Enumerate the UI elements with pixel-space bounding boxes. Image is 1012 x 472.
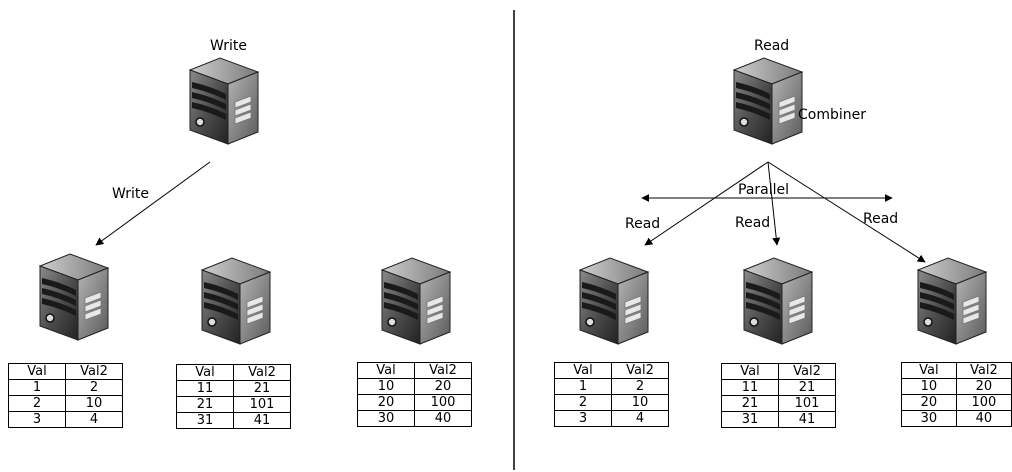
table-cell: 21 <box>176 396 234 413</box>
table-header: Val <box>8 363 66 380</box>
table-cell: 30 <box>901 410 957 427</box>
table-cell: 1 <box>554 378 612 395</box>
table-cell: 41 <box>233 412 291 429</box>
table-header: Val2 <box>414 362 472 379</box>
table-cell: 2 <box>554 394 612 411</box>
table-cell: 20 <box>414 378 472 395</box>
table-cell: 2 <box>65 379 123 396</box>
table-cell: 30 <box>357 410 415 427</box>
table-cell: 101 <box>778 395 836 412</box>
table-cell: 40 <box>414 410 472 427</box>
table-cell: 21 <box>233 380 291 397</box>
table-header: Val <box>554 362 612 379</box>
table-header: Val <box>357 362 415 379</box>
combiner-label: Combiner <box>798 107 866 123</box>
table-cell: 20 <box>357 394 415 411</box>
read-arrow-label-1: Read <box>625 216 661 232</box>
table-cell: 20 <box>901 394 957 411</box>
table-cell: 2 <box>8 395 66 412</box>
table-cell: 4 <box>65 411 123 428</box>
read-arrow-1 <box>644 161 769 246</box>
server-icon <box>576 256 652 346</box>
server-icon <box>198 256 274 346</box>
table-cell: 10 <box>901 378 957 395</box>
parallel-label: Parallel <box>738 182 790 198</box>
read-top-label: Read <box>754 38 790 54</box>
table-cell: 101 <box>233 396 291 413</box>
table-header: Val2 <box>955 362 1012 379</box>
table-cell: 3 <box>8 411 66 428</box>
table-cell: 21 <box>721 395 779 412</box>
table-cell: 10 <box>65 395 123 412</box>
table-cell: 41 <box>778 411 836 428</box>
table-header: Val <box>176 364 234 381</box>
table-header: Val2 <box>65 363 123 380</box>
read-arrow-3 <box>767 161 926 263</box>
table-header: Val2 <box>611 362 669 379</box>
read-arrow-2 <box>767 161 781 246</box>
table-header: Val <box>721 363 779 380</box>
write-top-label: Write <box>210 38 247 54</box>
write-arrow-label: Write <box>112 186 149 202</box>
table-cell: 11 <box>721 379 779 396</box>
server-icon <box>740 256 816 346</box>
table-cell: 40 <box>955 410 1012 427</box>
table-cell: 31 <box>176 412 234 429</box>
server-icon <box>186 56 262 146</box>
table-cell: 11 <box>176 380 234 397</box>
table-cell: 10 <box>357 378 415 395</box>
server-icon <box>378 256 454 346</box>
table-cell: 4 <box>611 410 669 427</box>
table-cell: 100 <box>955 394 1012 411</box>
table-cell: 2 <box>611 378 669 395</box>
table-cell: 1 <box>8 379 66 396</box>
server-icon <box>914 256 990 346</box>
table-header: Val2 <box>778 363 836 380</box>
table-header: Val <box>901 362 957 379</box>
table-cell: 3 <box>554 410 612 427</box>
table-cell: 10 <box>611 394 669 411</box>
table-cell: 20 <box>955 378 1012 395</box>
table-cell: 31 <box>721 411 779 428</box>
write-arrow <box>95 161 211 246</box>
table-cell: 100 <box>414 394 472 411</box>
server-icon <box>36 252 112 342</box>
read-arrow-label-3: Read <box>863 211 899 227</box>
table-cell: 21 <box>778 379 836 396</box>
read-arrow-label-2: Read <box>735 215 771 231</box>
server-icon <box>730 56 806 146</box>
table-header: Val2 <box>233 364 291 381</box>
